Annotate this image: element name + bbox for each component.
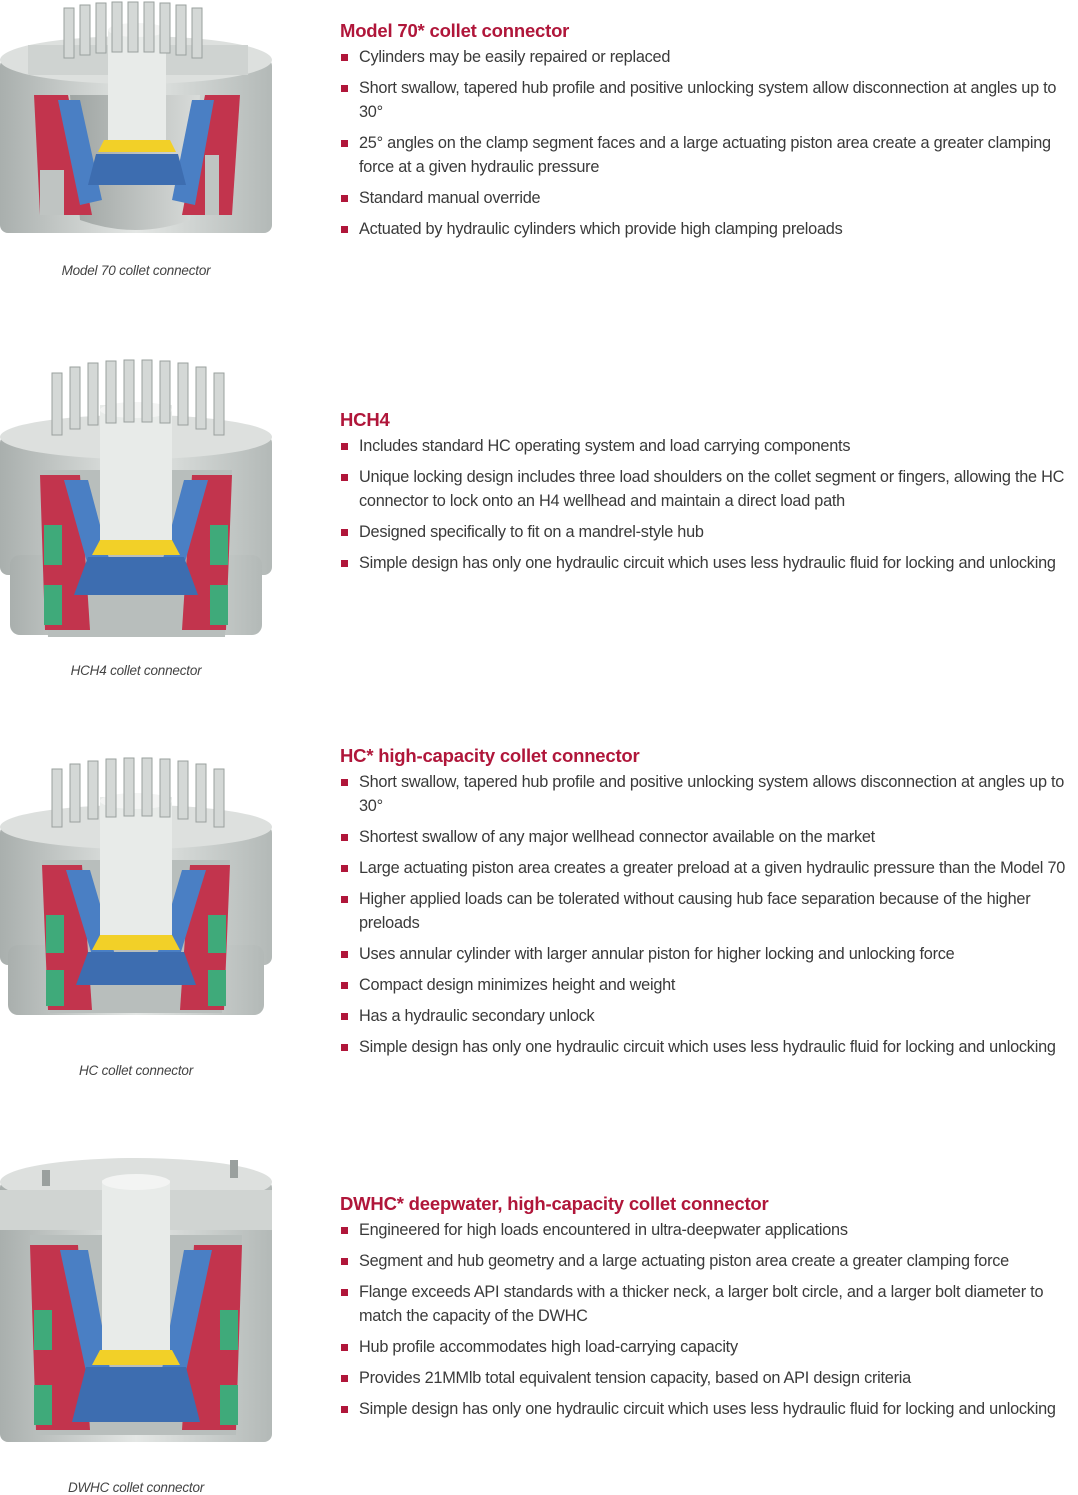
- list-item: Standard manual override: [340, 186, 1078, 210]
- list-item: Simple design has only one hydraulic cir…: [340, 551, 1078, 575]
- list-item: Higher applied loads can be tolerated wi…: [340, 887, 1078, 935]
- figure-caption: HCH4 collet connector: [70, 663, 202, 678]
- list-item: Unique locking design includes three loa…: [340, 465, 1078, 513]
- list-item: Designed specifically to fit on a mandre…: [340, 520, 1078, 544]
- feature-block: HCH4 Includes standard HC operating syst…: [340, 408, 1078, 582]
- feature-list: Includes standard HC operating system an…: [340, 434, 1078, 575]
- list-item: Hub profile accommodates high load-carry…: [340, 1335, 1078, 1359]
- section-title: Model 70* collet connector: [340, 20, 570, 41]
- connector-cutaway-image: [0, 359, 272, 637]
- list-item: Provides 21MMlb total equivalent tension…: [340, 1366, 1078, 1390]
- list-item: Has a hydraulic secondary unlock: [340, 1004, 1078, 1028]
- list-item: Actuated by hydraulic cylinders which pr…: [340, 217, 1078, 241]
- hch4-connector-illustration: [0, 355, 280, 645]
- connector-cutaway-image: [0, 1158, 272, 1442]
- feature-list: Cylinders may be easily repaired or repl…: [340, 45, 1078, 241]
- connector-cutaway-image: [0, 757, 272, 1015]
- list-item: 25° angles on the clamp segment faces an…: [340, 131, 1078, 179]
- list-item: Large actuating piston area creates a gr…: [340, 856, 1078, 880]
- section-title: HC* high-capacity collet connector: [340, 745, 640, 766]
- list-item: Flange exceeds API standards with a thic…: [340, 1280, 1078, 1328]
- section-hc: HC collet connector HC* high-capacity co…: [0, 745, 1078, 1095]
- list-item: Simple design has only one hydraulic cir…: [340, 1035, 1078, 1059]
- list-item: Compact design minimizes height and weig…: [340, 973, 1078, 997]
- list-item: Cylinders may be easily repaired or repl…: [340, 45, 1078, 69]
- connector-cutaway-image: [0, 1, 272, 233]
- dwhc-connector-illustration: [0, 1150, 280, 1450]
- list-item: Short swallow, tapered hub profile and p…: [340, 770, 1078, 818]
- model-70-connector-illustration: [0, 0, 280, 250]
- list-item: Simple design has only one hydraulic cir…: [340, 1397, 1078, 1421]
- feature-list: Short swallow, tapered hub profile and p…: [340, 770, 1078, 1059]
- section-hch4: HCH4 collet connector HCH4 Includes stan…: [0, 355, 1078, 695]
- figure-caption: DWHC collet connector: [67, 1480, 205, 1495]
- list-item: Engineered for high loads encountered in…: [340, 1218, 1078, 1242]
- section-title: DWHC* deepwater, high-capacity collet co…: [340, 1193, 769, 1214]
- feature-block: Model 70* collet connector Cylinders may…: [340, 19, 1078, 248]
- feature-block: HC* high-capacity collet connector Short…: [340, 744, 1078, 1066]
- list-item: Segment and hub geometry and a large act…: [340, 1249, 1078, 1273]
- figure-caption: Model 70 collet connector: [61, 263, 211, 278]
- list-item: Includes standard HC operating system an…: [340, 434, 1078, 458]
- list-item: Short swallow, tapered hub profile and p…: [340, 76, 1078, 124]
- figure-caption: HC collet connector: [78, 1063, 193, 1078]
- list-item: Shortest swallow of any major wellhead c…: [340, 825, 1078, 849]
- feature-list: Engineered for high loads encountered in…: [340, 1218, 1078, 1421]
- hc-connector-illustration: [0, 755, 280, 1040]
- section-model-70: Model 70 collet connector Model 70* coll…: [0, 0, 1078, 300]
- feature-block: DWHC* deepwater, high-capacity collet co…: [340, 1192, 1078, 1428]
- section-dwhc: DWHC collet connector DWHC* deepwater, h…: [0, 1150, 1078, 1495]
- section-title: HCH4: [340, 409, 390, 430]
- list-item: Uses annular cylinder with larger annula…: [340, 942, 1078, 966]
